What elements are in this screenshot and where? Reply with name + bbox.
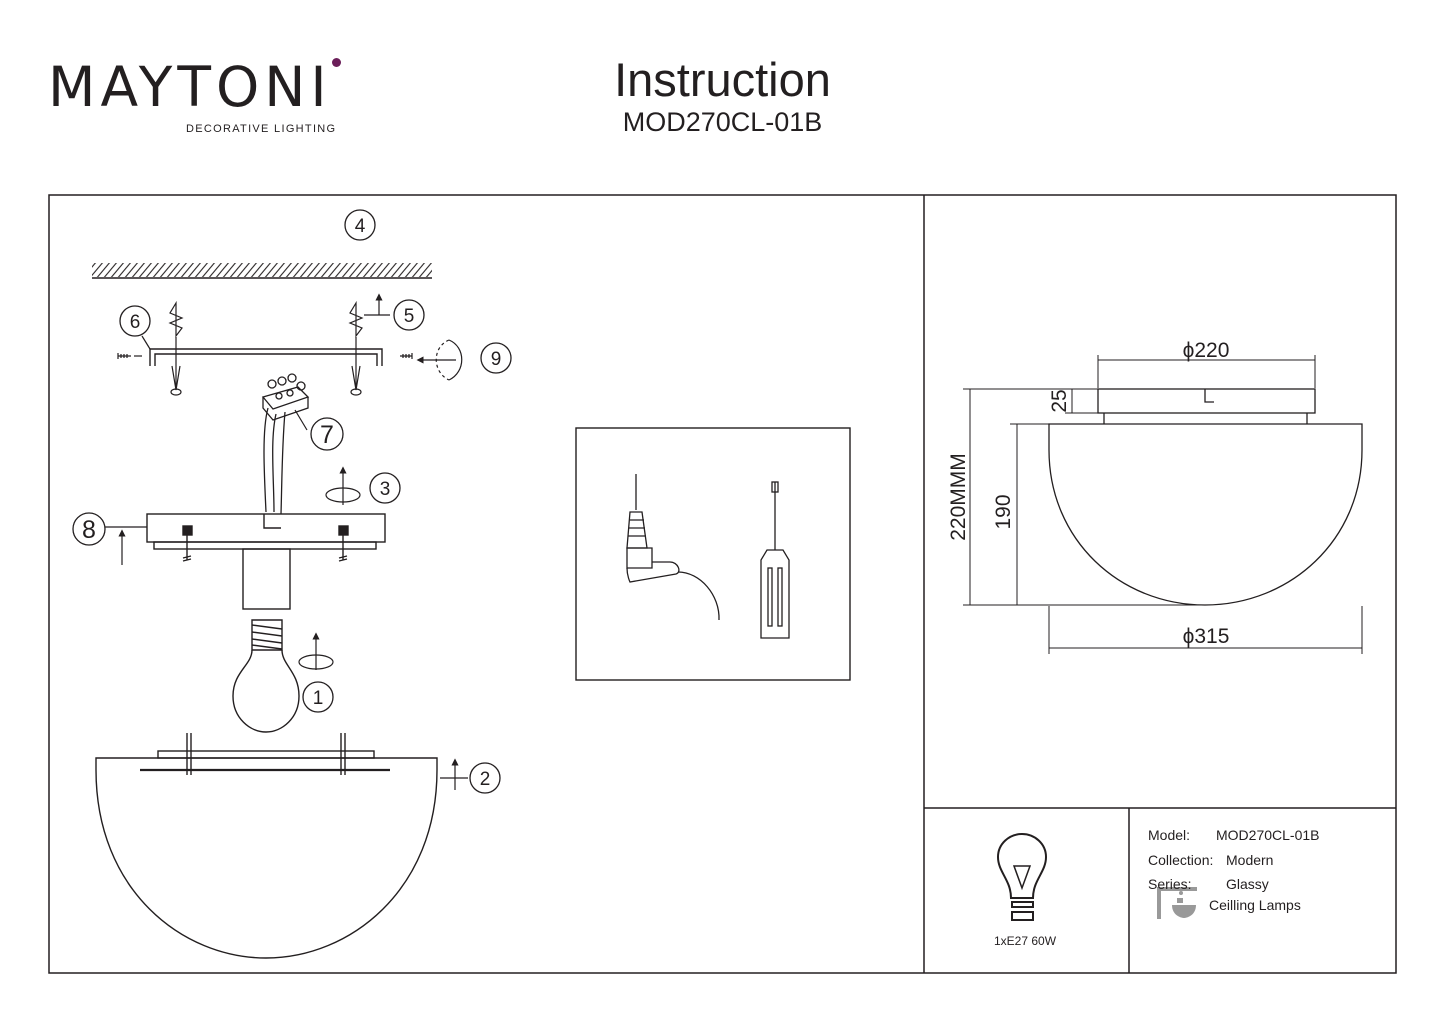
step-7-circle <box>310 417 344 451</box>
spec-collection-label: Collection: <box>1148 852 1214 868</box>
power-rating: 1xE27 60W <box>994 934 1057 948</box>
assembly-arrows <box>105 293 468 790</box>
step-6-label: 6 <box>130 312 141 333</box>
brand-logo: MAYTONI DECORATIVE LIGHTING <box>48 55 348 140</box>
step-callouts <box>72 209 512 794</box>
step-4-label: 4 <box>355 216 366 237</box>
step-9-circle <box>480 342 512 374</box>
mounting-bracket <box>149 348 383 366</box>
step-8-circle <box>72 512 106 546</box>
spec-model-label: Model: <box>1148 827 1191 843</box>
tools-box <box>575 427 851 681</box>
light-bulb <box>232 619 300 733</box>
spec-series-label: Series: <box>1148 876 1192 892</box>
spec-model-value: MOD270CL-01B <box>1216 827 1320 843</box>
step-8-label: 8 <box>82 516 96 544</box>
step-4-circle <box>344 209 376 241</box>
brand-tagline: DECORATIVE LIGHTING <box>186 123 337 135</box>
dim-shade-height: 190 <box>992 494 1015 529</box>
dimension-drawing <box>963 355 1363 654</box>
dim-total-height: 220MMM <box>947 453 970 541</box>
step-5-circle <box>393 299 425 331</box>
screwdriver-icon <box>760 481 790 639</box>
dim-canopy-height: 25 <box>1048 389 1071 412</box>
drill-icon <box>626 474 720 621</box>
step-7-label: 7 <box>320 421 334 449</box>
dim-shade-diameter: ϕ315 <box>1183 625 1230 648</box>
step-2-circle <box>469 762 501 794</box>
lamp-base <box>146 513 386 610</box>
screws <box>117 337 413 396</box>
page-model: MOD270CL-01B <box>622 107 823 137</box>
brand-name: MAYTONI <box>48 55 332 119</box>
step-9-label: 9 <box>491 349 502 370</box>
brand-dot <box>332 58 341 67</box>
step-3-label: 3 <box>380 479 391 500</box>
step-1-circle <box>302 681 334 713</box>
spec-category: Ceilling Lamps <box>1209 897 1301 913</box>
page-frame <box>48 194 1397 974</box>
terminal-block <box>261 373 310 515</box>
ceiling-lamp-icon <box>1157 887 1197 919</box>
step-5-label: 5 <box>404 306 415 327</box>
step-2-label: 2 <box>480 769 491 790</box>
step-3-circle <box>369 472 401 504</box>
step-6-circle <box>119 305 151 337</box>
wall-plugs <box>168 300 364 338</box>
spec-collection-value: Modern <box>1226 852 1274 868</box>
step-1-label: 1 <box>313 688 324 709</box>
ceiling <box>92 263 432 279</box>
bulb-icon <box>996 832 1048 921</box>
glass-shade <box>95 733 438 959</box>
page-title: Instruction <box>614 53 831 106</box>
spec-series-value: Glassy <box>1226 876 1269 892</box>
dim-top-diameter: ϕ220 <box>1183 339 1230 362</box>
